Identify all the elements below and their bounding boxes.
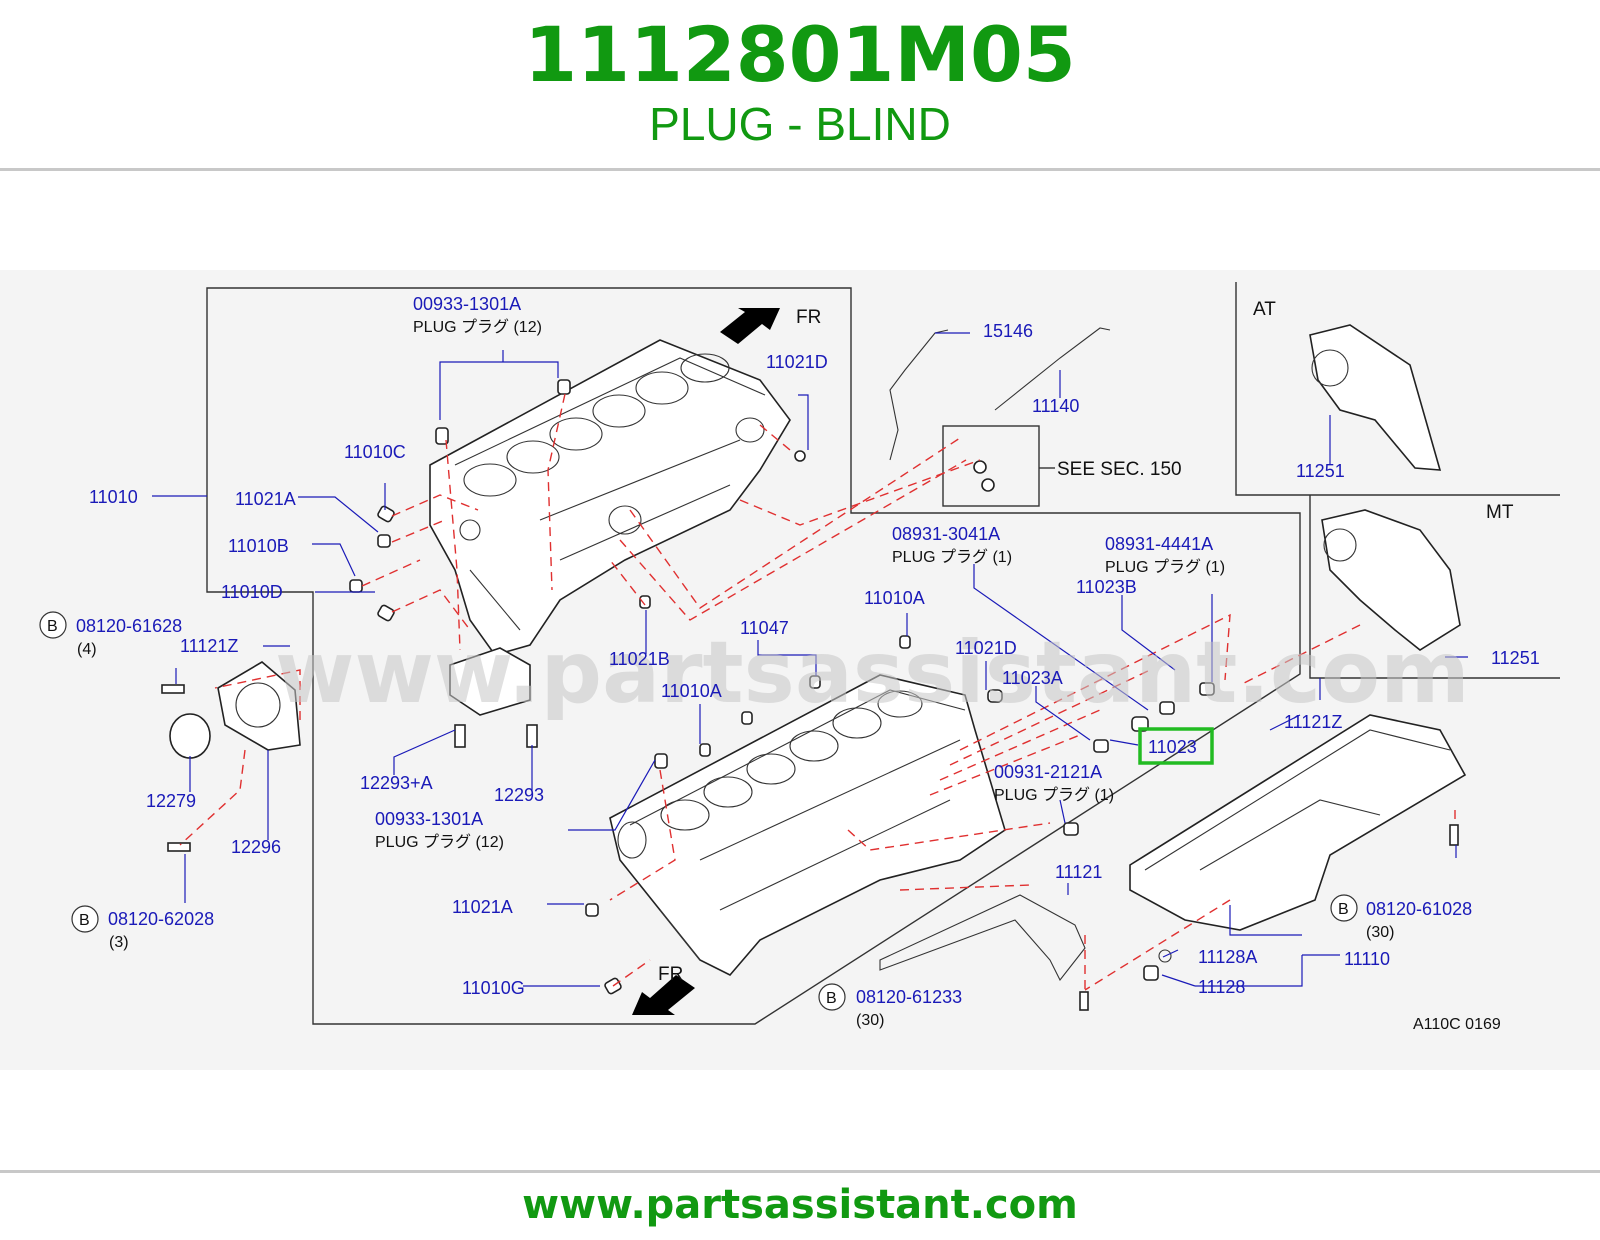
callout-11010b[interactable]: 11010B [228, 536, 289, 556]
footer-divider [0, 1170, 1600, 1173]
callout-11023b[interactable]: 11023B [1076, 577, 1137, 597]
callout-desc: PLUG プラグ (12) [375, 833, 504, 851]
callout-qty: (30) [1366, 924, 1394, 941]
bolt-letter: B [47, 618, 58, 635]
callout-11021a[interactable]: 11021A [235, 489, 296, 509]
main-bearing-cap [449, 647, 531, 716]
inset-label-at: AT [1253, 299, 1276, 320]
callout-leader-lines [152, 332, 1468, 987]
callout-11121z-right[interactable]: 11121Z [1284, 712, 1342, 732]
oil-pan [1129, 714, 1467, 931]
callout-08120-62028[interactable]: 08120-62028 [108, 909, 214, 929]
callout-11021a-bottom[interactable]: 11021A [452, 897, 513, 917]
part-name-subtitle: PLUG - BLIND [649, 98, 951, 150]
watermark: www.partsassistant.com [275, 623, 1470, 723]
see-section-label: SEE SEC. 150 [1057, 459, 1182, 480]
footer-website-link[interactable]: www.partsassistant.com [522, 1182, 1078, 1228]
lower-cylinder-block [609, 674, 1006, 976]
callout-12293[interactable]: 12293 [494, 785, 544, 805]
assembly-guide-lines [179, 393, 1456, 991]
callout-11021d[interactable]: 11021D [766, 352, 828, 372]
bolt-letter: B [1338, 901, 1349, 918]
callout-11021d-mid[interactable]: 11021D [955, 638, 1017, 658]
callout-11121z-left[interactable]: 11121Z [180, 636, 238, 656]
fr-label-bottom: FR [658, 964, 683, 985]
rear-seal-retainer [169, 661, 301, 759]
header-divider [0, 168, 1600, 171]
callout-11010a-upper[interactable]: 11010A [864, 588, 925, 608]
callout-08931-3041a[interactable]: 08931-3041A [892, 524, 1000, 544]
callout-11047[interactable]: 11047 [740, 618, 789, 638]
part-number-title: 1112801M05 [524, 10, 1076, 99]
callout-desc: PLUG プラグ (1) [994, 786, 1114, 804]
callout-11021b[interactable]: 11021B [609, 649, 670, 669]
callout-11023a[interactable]: 11023A [1002, 668, 1063, 688]
callout-00933-1301a-top[interactable]: 00933-1301A [413, 294, 521, 314]
at-inset-frame [1235, 282, 1560, 496]
dipstick-guide [889, 329, 949, 461]
callout-08120-61628[interactable]: 08120-61628 [76, 616, 182, 636]
main-frame [206, 287, 1301, 1025]
callout-desc: PLUG プラグ (12) [413, 318, 542, 336]
callout-11023-highlighted[interactable]: 11023 [1148, 737, 1197, 757]
callout-qty: (30) [856, 1012, 884, 1029]
bolt-letter: B [826, 990, 837, 1007]
header: 1112801M05 PLUG - BLIND [0, 0, 1600, 171]
callout-12279[interactable]: 12279 [146, 791, 196, 811]
callout-12296[interactable]: 12296 [231, 837, 281, 857]
highlighted-part-box [1138, 727, 1214, 765]
callout-11110[interactable]: 11110 [1344, 949, 1390, 969]
callout-qty: (4) [77, 641, 97, 658]
callout-11010a-lower[interactable]: 11010A [661, 681, 722, 701]
callout-desc: PLUG プラグ (1) [892, 548, 1012, 566]
fr-arrow-bottom-icon [632, 975, 695, 1015]
upper-cylinder-block [429, 339, 791, 656]
callout-11010c[interactable]: 11010C [344, 442, 406, 462]
parts-diagram-canvas: B B B B www.partsassistant.com FR FR SEE… [39, 282, 1560, 1033]
fr-arrow-top-icon [720, 308, 780, 344]
callout-desc: PLUG プラグ (1) [1105, 558, 1225, 576]
small-plugs [161, 379, 1459, 1011]
callout-00933-1301a-bottom[interactable]: 00933-1301A [375, 809, 483, 829]
callout-12293a[interactable]: 12293+A [360, 773, 433, 793]
mt-inset-frame [1309, 495, 1560, 679]
callout-11251-mt[interactable]: 11251 [1491, 648, 1540, 668]
callout-11251-at[interactable]: 11251 [1296, 461, 1345, 481]
bolt-marker-icons [39, 611, 1358, 1011]
diagram-code: A110C 0169 [1413, 1016, 1501, 1033]
callout-08120-61028[interactable]: 08120-61028 [1366, 899, 1472, 919]
drive-plate-at [1309, 324, 1442, 471]
see-section-box [942, 425, 1040, 507]
oil-pan-gasket [879, 894, 1086, 982]
callout-11010g[interactable]: 11010G [462, 978, 525, 998]
callout-11121[interactable]: 11121 [1055, 862, 1102, 882]
callout-15146[interactable]: 15146 [983, 321, 1033, 341]
callout-11128a[interactable]: 11128A [1198, 947, 1257, 967]
fr-label-top: FR [796, 307, 821, 328]
callout-11128[interactable]: 11128 [1198, 977, 1245, 997]
callout-11010[interactable]: 11010 [89, 487, 138, 507]
callout-08120-61233[interactable]: 08120-61233 [856, 987, 962, 1007]
callout-11140[interactable]: 11140 [1032, 396, 1079, 416]
callout-11010d[interactable]: 11010D [221, 582, 283, 602]
parts-diagram: B B B B www.partsassistant.com FR FR SEE… [0, 270, 1600, 1070]
inset-label-mt: MT [1486, 502, 1514, 523]
bolt-letter: B [79, 912, 90, 929]
callout-00931-2121a[interactable]: 00931-2121A [994, 762, 1102, 782]
callout-08931-4441a[interactable]: 08931-4441A [1105, 534, 1213, 554]
callout-qty: (3) [109, 934, 129, 951]
dipstick [994, 327, 1111, 411]
